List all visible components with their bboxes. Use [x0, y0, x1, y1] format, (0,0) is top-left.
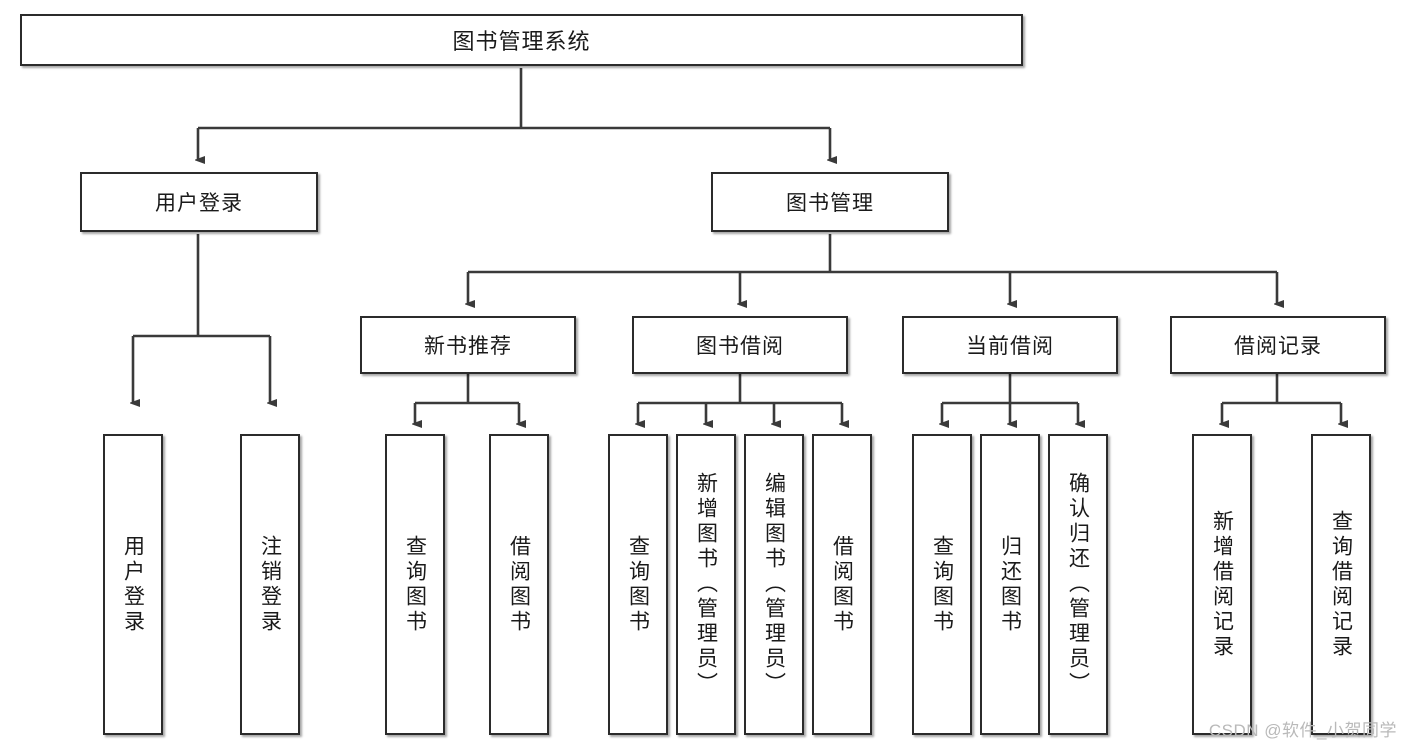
leaf-add-record[interactable]: 新增借阅记录 — [1192, 434, 1252, 735]
node-label: 新增图书（管理员） — [694, 472, 718, 697]
node-book-manage[interactable]: 图书管理 — [711, 172, 949, 232]
node-label: 借阅记录 — [1234, 335, 1322, 358]
node-label: 图书管理 — [786, 192, 874, 215]
leaf-user-login[interactable]: 用户登录 — [103, 434, 163, 735]
node-user-login[interactable]: 用户登录 — [80, 172, 318, 232]
node-label: 查询图书 — [626, 534, 650, 635]
node-book-borrow[interactable]: 图书借阅 — [632, 316, 848, 374]
leaf-query-book-2[interactable]: 查询图书 — [608, 434, 668, 735]
node-label: 新书推荐 — [424, 335, 512, 358]
node-new-book-recommend[interactable]: 新书推荐 — [360, 316, 576, 374]
node-label: 查询图书 — [403, 534, 427, 635]
node-label: 注销登录 — [258, 534, 282, 635]
leaf-add-book[interactable]: 新增图书（管理员） — [676, 434, 736, 735]
leaf-edit-book[interactable]: 编辑图书（管理员） — [744, 434, 804, 735]
leaf-query-book-1[interactable]: 查询图书 — [385, 434, 445, 735]
leaf-query-record[interactable]: 查询借阅记录 — [1311, 434, 1371, 735]
node-label: 编辑图书（管理员） — [762, 472, 786, 697]
leaf-logout[interactable]: 注销登录 — [240, 434, 300, 735]
leaf-borrow-book-1[interactable]: 借阅图书 — [489, 434, 549, 735]
leaf-return-book[interactable]: 归还图书 — [980, 434, 1040, 735]
leaf-query-book-3[interactable]: 查询图书 — [912, 434, 972, 735]
node-label: 新增借阅记录 — [1210, 509, 1234, 660]
node-label: 当前借阅 — [966, 335, 1054, 358]
node-label: 确认归还（管理员） — [1066, 472, 1090, 697]
node-root-system[interactable]: 图书管理系统 — [20, 14, 1023, 66]
node-borrow-record[interactable]: 借阅记录 — [1170, 316, 1386, 374]
node-label: 借阅图书 — [830, 534, 854, 635]
leaf-confirm-return[interactable]: 确认归还（管理员） — [1048, 434, 1108, 735]
leaf-borrow-book-2[interactable]: 借阅图书 — [812, 434, 872, 735]
node-current-borrow[interactable]: 当前借阅 — [902, 316, 1118, 374]
node-label: 借阅图书 — [507, 534, 531, 635]
node-label: 查询借阅记录 — [1329, 509, 1353, 660]
node-label: 查询图书 — [930, 534, 954, 635]
watermark-text: CSDN @软件_小贺同学 — [1208, 721, 1397, 740]
node-label: 用户登录 — [155, 192, 243, 215]
node-label: 图书管理系统 — [452, 29, 591, 54]
node-label: 图书借阅 — [696, 335, 784, 358]
node-label: 归还图书 — [998, 534, 1022, 635]
node-label: 用户登录 — [121, 534, 145, 635]
